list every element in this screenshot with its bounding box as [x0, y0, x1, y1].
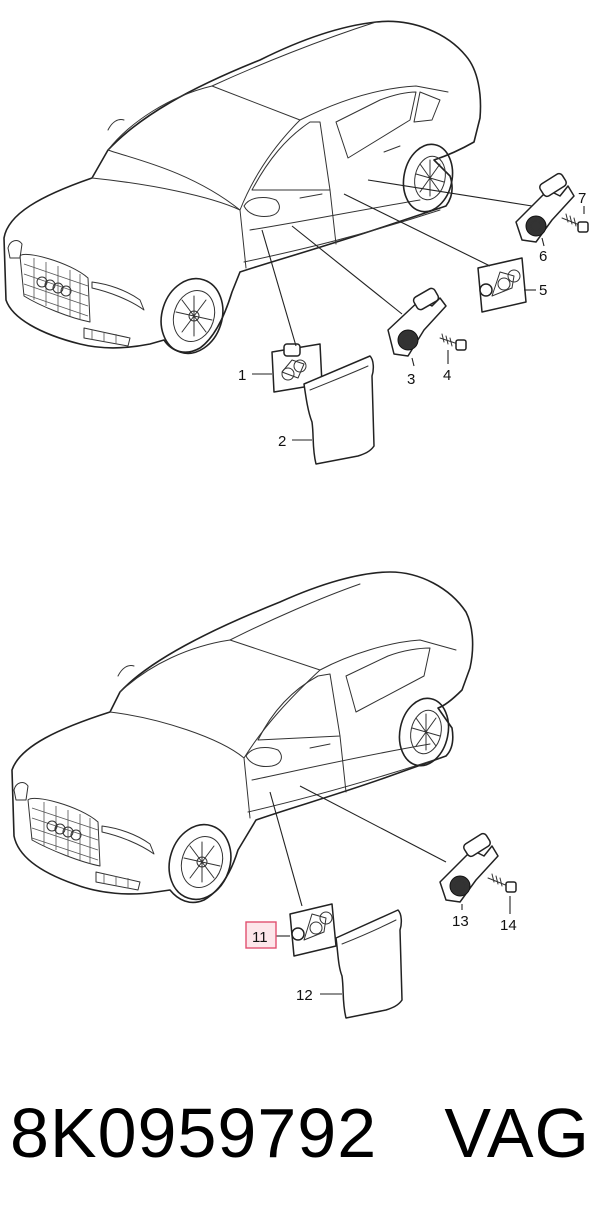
callout-12: 12 [296, 987, 313, 1004]
part-3-window-motor [387, 287, 447, 357]
car-illustration-top [3, 20, 482, 355]
part-1-control-module [271, 343, 323, 393]
part-4-bolt [439, 333, 467, 351]
callout-4: 4 [443, 367, 451, 384]
callout-11: 11 [252, 929, 268, 946]
callout-14: 14 [500, 917, 517, 934]
callout-13: 13 [452, 913, 469, 930]
part-12-membrane [335, 909, 403, 1019]
part-7-bolt [561, 213, 589, 233]
part-5-control-module [477, 257, 527, 313]
callout-7: 7 [578, 190, 586, 207]
leader-lines-top [252, 179, 585, 441]
part-number-footer: 8K0959792 VAG [10, 1093, 590, 1173]
callout-2: 2 [278, 433, 286, 450]
callout-3: 3 [407, 371, 415, 388]
part-13-window-motor [439, 832, 499, 903]
part-number: 8K0959792 [10, 1094, 378, 1172]
callout-6: 6 [539, 248, 547, 265]
highlight-box-part-11 [245, 921, 277, 949]
callout-5: 5 [539, 282, 547, 299]
part-14-bolt [487, 873, 517, 893]
part-11-control-module [289, 903, 337, 957]
callout-1: 1 [238, 367, 246, 384]
part-2-membrane [303, 355, 375, 465]
car-illustration-bottom [11, 571, 474, 904]
part-6-window-motor [515, 172, 575, 243]
brand-label: VAG [444, 1094, 590, 1172]
leader-lines-bottom [269, 785, 511, 995]
